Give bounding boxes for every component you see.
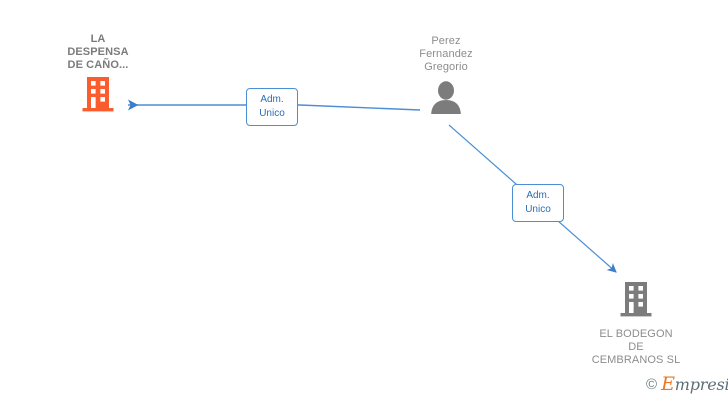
company-a-icon-wrap [28,76,168,119]
watermark-empresia: © Empresia [646,375,728,394]
edge-label-adm-unico-company-b[interactable]: Adm. Unico [512,184,564,222]
edge-label-adm-unico-company-a[interactable]: Adm. Unico [246,88,298,126]
brand-initial: E [661,373,675,395]
brand-rest: mpresia [674,375,728,394]
node-company-la-despensa[interactable]: LA DESPENSA DE CAÑO... [28,33,168,119]
building-icon [620,282,652,317]
person-icon [431,81,461,114]
company-a-label: LA DESPENSA DE CAÑO... [67,33,129,71]
edge-person-to-company-a-line [127,99,421,111]
copyright-icon: © [646,376,658,393]
person-label: Perez Fernandez Gregorio [419,35,473,73]
person-icon-wrap [386,81,506,119]
company-b-label: EL BODEGON DE CEMBRANOS SL [591,328,681,366]
node-company-el-bodegon[interactable]: EL BODEGON DE CEMBRANOS SL [568,281,704,367]
brand-wordmark: Empresia [661,375,728,394]
company-b-icon-wrap [568,281,704,324]
building-icon [82,77,114,112]
node-person-perez-fernandez-gregorio[interactable]: Perez Fernandez Gregorio [386,35,506,119]
